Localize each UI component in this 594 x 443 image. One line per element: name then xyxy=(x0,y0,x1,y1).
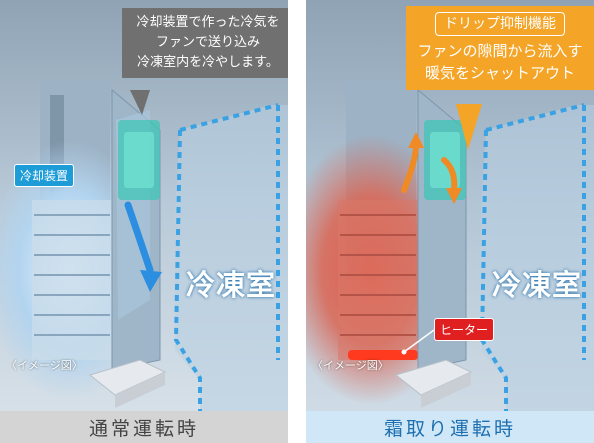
image-note: 〈イメージ図〉 xyxy=(312,359,389,372)
bubble-line-2: ファンで送り込み xyxy=(155,35,260,50)
bubble-pointer xyxy=(456,104,482,150)
heater-element xyxy=(348,350,418,360)
cooling-unit-fins xyxy=(32,200,112,360)
bottom-tray xyxy=(394,359,473,408)
fan xyxy=(118,120,160,200)
image-note: 〈イメージ図〉 xyxy=(6,359,83,372)
cold-air-arrow xyxy=(124,201,162,292)
normal-scene: 冷却装置で作った冷気を ファンで送り込み 冷凍室内を冷やします。 冷却装置 冷凍… xyxy=(0,0,288,411)
freezer-label: 冷凍室 xyxy=(492,268,583,302)
defrost-operation-panel: ドリップ抑制機能 ファンの隙間から流入す 暖気をシャットアウト ヒーター 冷凍室… xyxy=(306,0,594,443)
bubble-pointer xyxy=(130,90,150,115)
drip-suppression-bubble: ドリップ抑制機能 ファンの隙間から流入す 暖気をシャットアウト xyxy=(406,6,594,90)
defrost-scene: ドリップ抑制機能 ファンの隙間から流入す 暖気をシャットアウト ヒーター 冷凍室… xyxy=(306,0,594,411)
explanation-bubble: 冷却装置で作った冷気を ファンで送り込み 冷凍室内を冷やします。 xyxy=(122,8,288,78)
bubble-line-1: ファンの隙間から流入す xyxy=(417,42,583,60)
freezer-label: 冷凍室 xyxy=(186,268,277,302)
freezer-compartment xyxy=(479,103,594,411)
feature-title: ドリップ抑制機能 xyxy=(435,12,565,36)
normal-caption: 通常運転時 xyxy=(0,411,288,443)
heated-cooling-fins xyxy=(338,200,418,360)
normal-operation-panel: 冷却装置で作った冷気を ファンで送り込み 冷凍室内を冷やします。 冷却装置 冷凍… xyxy=(0,0,288,443)
heater-tag: ヒーター xyxy=(434,318,495,341)
bubble-line-2: 暖気をシャットアウト xyxy=(424,64,575,82)
freezer-compartment xyxy=(173,103,288,411)
bottom-tray xyxy=(88,359,167,408)
warm-air-arrows xyxy=(401,132,462,204)
bubble-line-1: 冷却装置で作った冷気を xyxy=(136,15,280,30)
bubble-line-3: 冷凍室内を冷やします。 xyxy=(137,55,279,70)
defrost-caption: 霜取り運転時 xyxy=(306,411,594,443)
cooling-unit-tag: 冷却装置 xyxy=(14,164,75,187)
